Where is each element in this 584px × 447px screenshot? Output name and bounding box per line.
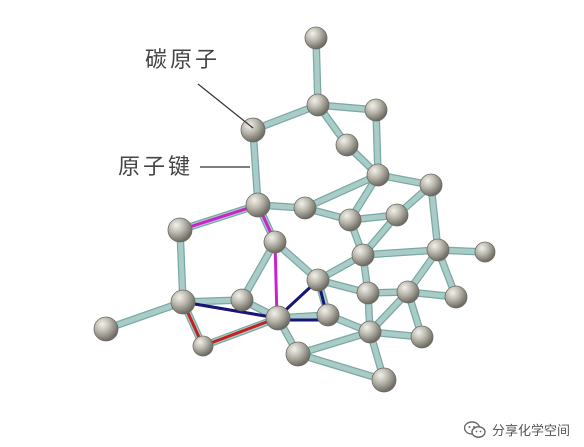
carbon-atom	[371, 367, 397, 393]
carbon-atom	[265, 305, 291, 331]
carbon-atom	[316, 303, 340, 327]
carbon-atom	[93, 316, 119, 342]
carbon-atom	[170, 289, 196, 315]
carbon-atom	[385, 203, 409, 227]
bond	[302, 172, 381, 211]
carbon-atom	[192, 335, 214, 357]
carbon-atom	[364, 98, 388, 122]
carbon-atom	[366, 163, 390, 187]
carbon-atom	[285, 341, 311, 367]
bond	[360, 247, 441, 258]
carbon-atom	[263, 230, 287, 254]
carbon-atom	[306, 93, 330, 117]
carbon-atom	[245, 192, 271, 218]
bond	[250, 127, 261, 208]
carbon-atom	[474, 241, 496, 263]
carbon-atom	[240, 117, 266, 143]
carbon-atom	[351, 243, 375, 267]
bond	[295, 329, 373, 357]
carbon-atom	[419, 173, 443, 197]
bond	[295, 351, 387, 383]
carbon-atom	[293, 196, 317, 220]
wechat-icon	[463, 420, 486, 438]
carbon-atom-label: 碳原子	[145, 48, 221, 73]
carbon-atom	[230, 288, 254, 312]
carbon-atom	[306, 268, 330, 292]
carbon-atom	[356, 281, 380, 305]
watermark: 分享化学空间	[463, 420, 570, 439]
carbon-atom	[358, 320, 382, 344]
carbon-atom	[426, 238, 450, 262]
carbon-atom	[167, 217, 193, 243]
atoms-layer	[93, 26, 496, 393]
watermark-text: 分享化学空间	[491, 424, 570, 439]
carbon-atom	[338, 208, 362, 232]
leader-lines-layer	[197, 83, 254, 168]
carbon-atom-leader-line	[197, 83, 254, 129]
carbon-atom	[396, 280, 420, 304]
carbon-atom	[335, 133, 359, 157]
carbon-atom	[304, 26, 328, 50]
covalent-bond-label: 原子键	[118, 155, 194, 180]
carbon-atom	[410, 325, 434, 349]
bond	[103, 299, 186, 332]
carbon-atom	[444, 285, 468, 309]
